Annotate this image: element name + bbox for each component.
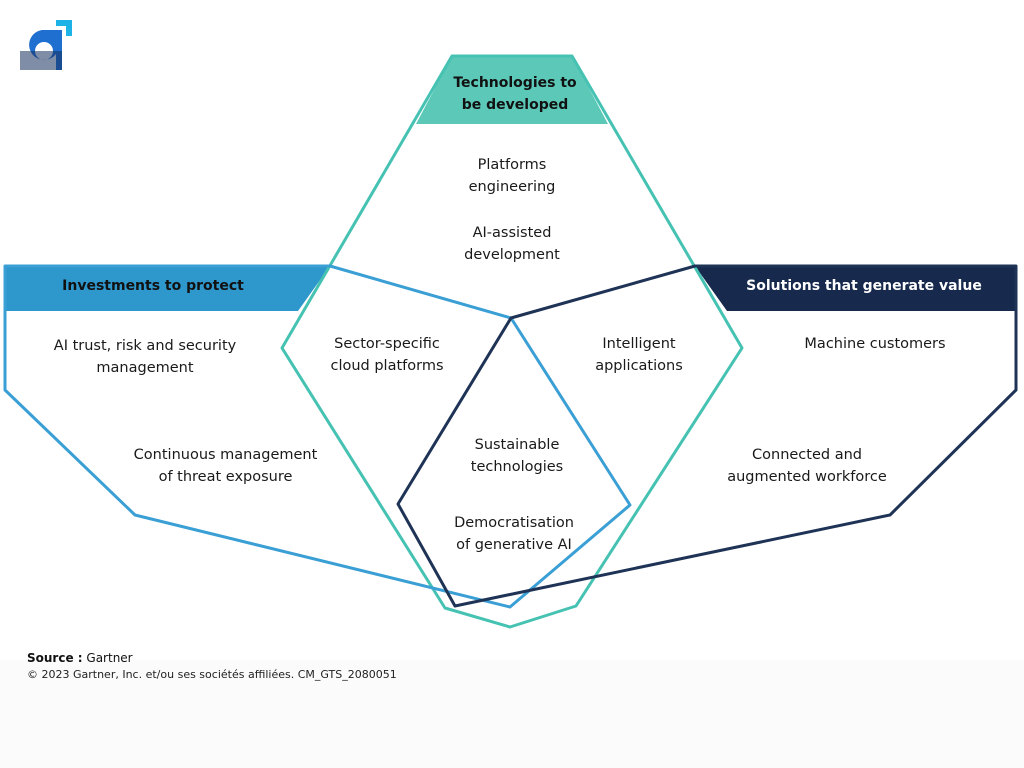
source-value: Gartner xyxy=(86,651,133,665)
item-sector-specific-cloud: Sector-specific cloud platforms xyxy=(330,336,444,374)
source-line: Source : Gartner xyxy=(27,650,133,666)
right-shape-outline xyxy=(396,264,1018,608)
item-continuous-threat-exposure: Continuous management of threat exposure xyxy=(133,447,318,485)
center-header-bar xyxy=(416,56,608,124)
copyright-line: © 2023 Gartner, Inc. et/ou ses sociétés … xyxy=(27,668,397,681)
venn-diagram xyxy=(3,54,1018,629)
logo-corner-shape xyxy=(56,20,72,36)
item-sustainable-technologies: Sustainable technologies xyxy=(470,437,564,475)
left-header-title: Investments to protect xyxy=(62,278,244,294)
logo-letter-shape xyxy=(29,30,62,70)
item-democratisation-generative-ai: Democratisation of generative AI xyxy=(454,515,574,553)
footer-band xyxy=(0,660,1024,768)
item-platforms-engineering: Platforms engineering xyxy=(468,157,556,195)
item-intelligent-applications: Intelligent applications xyxy=(595,336,683,374)
center-hexagon-outline xyxy=(280,54,744,629)
brand-logo-icon xyxy=(20,20,72,70)
left-header-bar xyxy=(5,266,330,311)
item-connected-workforce: Connected and augmented workforce xyxy=(727,447,887,485)
right-header-bar xyxy=(695,266,1016,311)
left-shape-outline xyxy=(3,264,632,609)
source-label: Source : xyxy=(27,651,83,665)
right-header-title: Solutions that generate value xyxy=(746,278,982,294)
item-machine-customers: Machine customers xyxy=(804,336,946,352)
logo-shadow-shape xyxy=(20,51,62,70)
item-ai-assisted-development: AI-assisted development xyxy=(464,225,560,263)
item-ai-trust-risk-security: AI trust, risk and security management xyxy=(53,338,237,376)
center-header-title: Technologies to be developed xyxy=(453,75,577,113)
